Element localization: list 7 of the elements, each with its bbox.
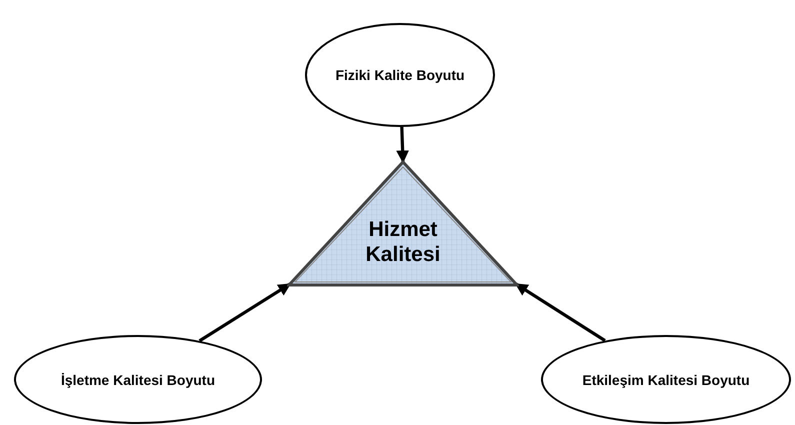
arrow [198,282,292,342]
node-label: İşletme Kalitesi Boyutu [60,372,216,388]
node-label: Fiziki Kalite Boyutu [335,67,465,83]
node-label: Hizmet Kalitesi [364,218,442,267]
node-label: Etkileşim Kalitesi Boyutu [582,372,750,388]
arrow [514,282,606,342]
arrow [396,126,409,164]
